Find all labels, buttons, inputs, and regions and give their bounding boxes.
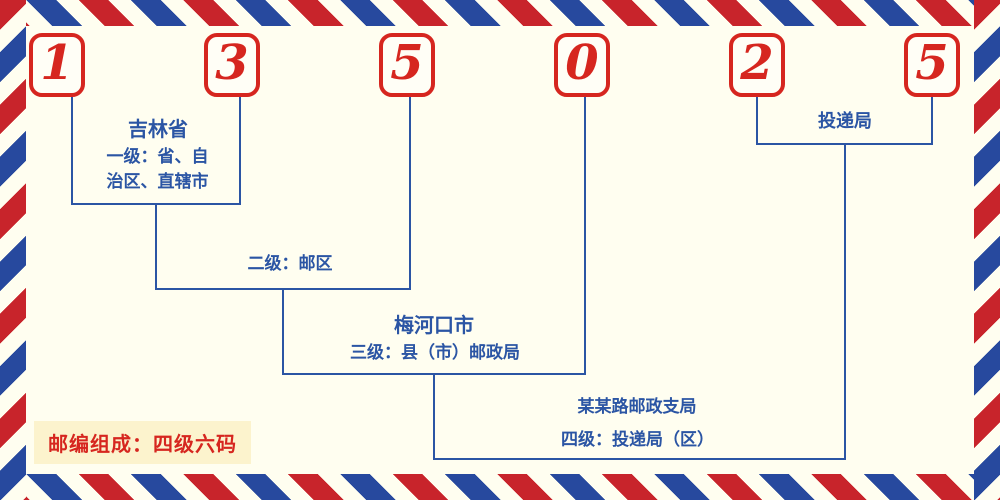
digit-6: 5: [915, 35, 949, 91]
level4-office-label: 投递局: [818, 111, 872, 132]
level3-city-label: 梅河口市: [394, 313, 474, 337]
digit-4: 0: [565, 35, 599, 91]
level2-connector-down-line: [155, 205, 157, 290]
level3-horizontal-line: [282, 373, 586, 375]
digit-5: 2: [740, 35, 774, 91]
digit-3: 5: [390, 35, 424, 91]
level2-connector-up-line: [409, 97, 411, 290]
level4-bracket-right-line: [931, 97, 933, 145]
level3-desc-label: 三级：县（市）邮政局: [350, 343, 520, 363]
level4-bracket-bottom-line: [756, 143, 933, 145]
level4-desc-label: 四级：投递局（区）: [561, 430, 714, 450]
digit-box-3: 5: [379, 33, 435, 97]
airmail-border-top: [0, 0, 1000, 26]
airmail-border-bottom: [0, 474, 1000, 500]
level3-connector-down-line: [282, 290, 284, 375]
digit-1: 1: [40, 35, 74, 91]
level1-bracket-right-line: [239, 97, 241, 205]
digit-box-2: 3: [204, 33, 260, 97]
digit-box-6: 5: [904, 33, 960, 97]
level4-branch-label: 某某路邮政支局: [577, 397, 697, 417]
level2-desc-label: 二级：邮区: [247, 254, 333, 274]
level4-connector-down-line: [433, 375, 435, 460]
level1-bracket-left-line: [71, 97, 73, 205]
digit-box-5: 2: [729, 33, 785, 97]
footer-note: 邮编组成：四级六码: [34, 421, 251, 464]
airmail-border-right: [974, 0, 1000, 500]
digit-box-1: 1: [29, 33, 85, 97]
digit-2: 3: [215, 35, 249, 91]
level1-bracket-bottom-line: [71, 203, 241, 205]
level2-horizontal-line: [155, 288, 411, 290]
level1-desc-label: 一级：省、自 治区、直辖市: [106, 147, 209, 192]
airmail-border-left: [0, 0, 26, 500]
digit-box-4: 0: [554, 33, 610, 97]
level4-bracket-left-line: [756, 97, 758, 145]
level3-connector-up-line: [584, 97, 586, 375]
level4-connector-up-line: [844, 145, 846, 460]
level4-horizontal-line: [433, 458, 846, 460]
level1-region-label: 吉林省: [128, 117, 188, 141]
